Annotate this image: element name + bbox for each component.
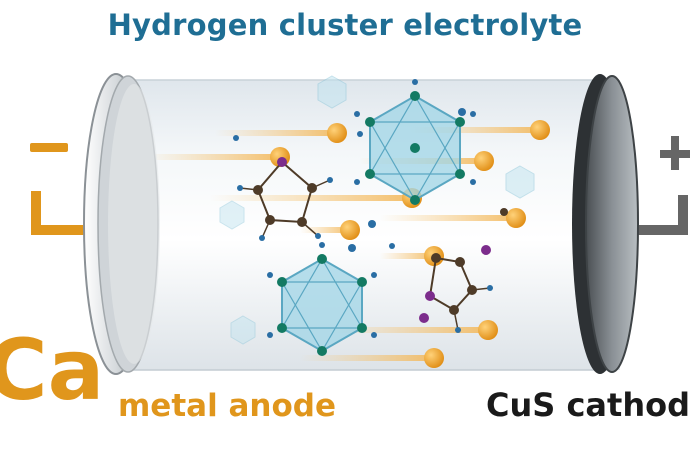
- cathode-disk: [572, 74, 639, 374]
- ion-trail: [300, 227, 350, 233]
- positive-terminal: [620, 136, 690, 235]
- solvent-molecule-right: [425, 253, 493, 333]
- ion-trail: [410, 127, 540, 133]
- hydrogen-cluster-large-top: [354, 79, 476, 205]
- diagram-title: Hydrogen cluster electrolyte: [107, 8, 583, 42]
- calcium-ion-icon: [424, 348, 444, 368]
- solvent-fragments: [233, 108, 508, 323]
- anode-disk: [83, 73, 160, 375]
- calcium-ion-icon: [478, 320, 498, 340]
- solvent-molecule-left: [237, 157, 333, 241]
- ion-trail: [145, 154, 280, 160]
- calcium-ion-icon: [506, 208, 526, 228]
- ion-trail: [380, 253, 434, 259]
- hydrogen-cluster-faint-4: [230, 315, 256, 345]
- positive-wire: [620, 195, 688, 235]
- calcium-ion-icon: [340, 220, 360, 240]
- cathode-label: CuS cathode: [486, 386, 690, 424]
- calcium-ion-icon: [530, 120, 550, 140]
- ion-trail: [380, 215, 516, 221]
- hydrogen-cluster-faint-3: [219, 200, 245, 230]
- hydrogen-cluster-large-bottom: [267, 242, 377, 356]
- ion-trail: [300, 355, 434, 361]
- calcium-ion-icon: [327, 123, 347, 143]
- hydrogen-cluster-faint-2: [505, 165, 535, 199]
- anode-label: metal anode: [118, 388, 336, 424]
- ion-trail: [215, 130, 337, 136]
- ion-trail: [330, 327, 488, 333]
- plus-sign-vertical: [671, 136, 679, 170]
- calcium-ion-icon: [474, 151, 494, 171]
- hydrogen-cluster-faint-1: [317, 75, 347, 109]
- anode-symbol: Ca: [0, 321, 105, 419]
- minus-sign-icon: [30, 143, 68, 152]
- ion-trail: [210, 195, 412, 201]
